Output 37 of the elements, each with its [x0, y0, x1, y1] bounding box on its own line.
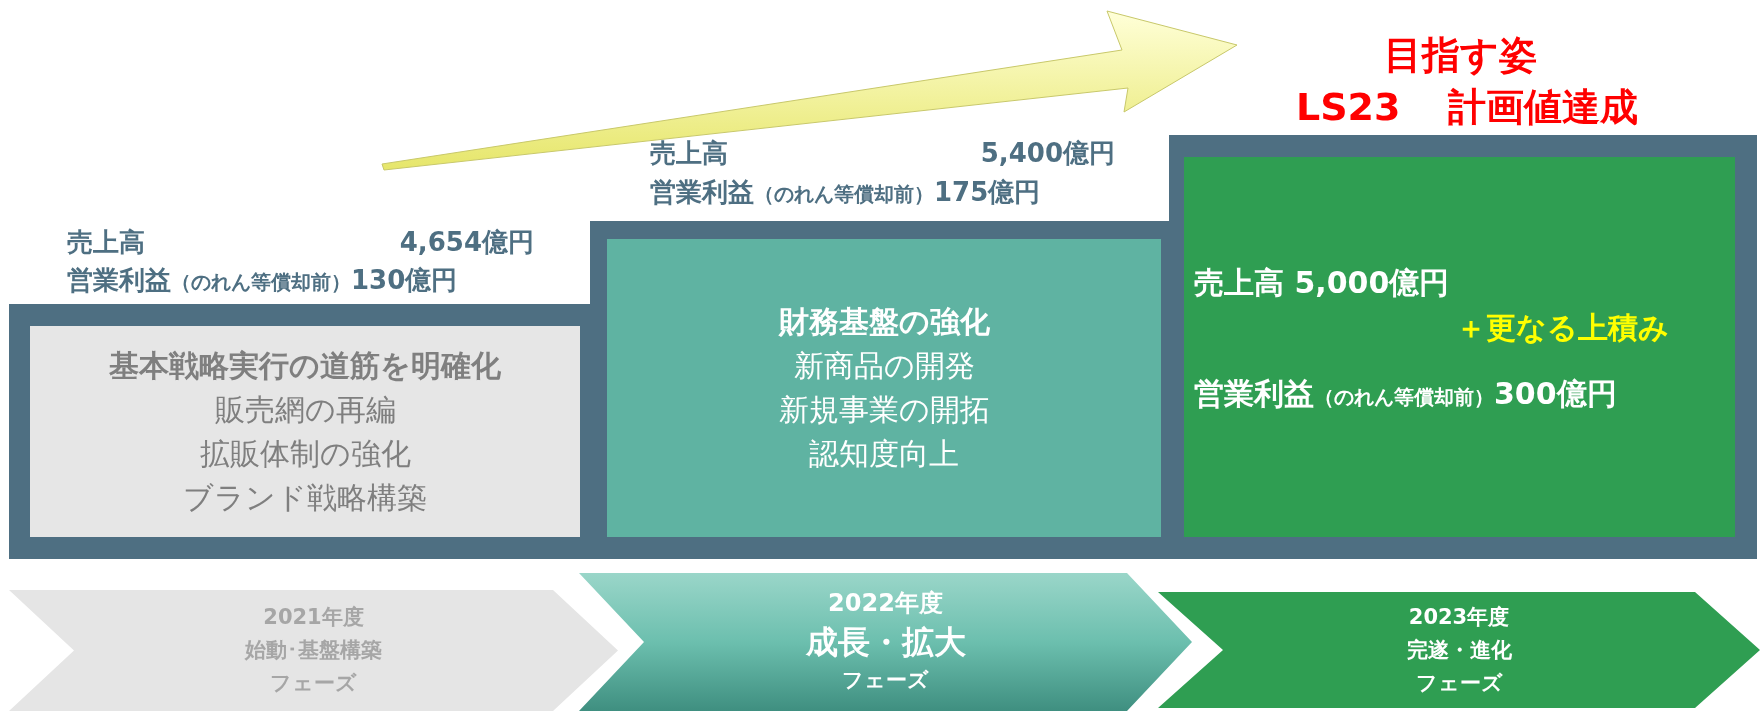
heading-text: 財務基盤の強化	[778, 303, 990, 341]
profit-value: 300億円	[1494, 375, 1617, 413]
profit-label: 営業利益	[650, 176, 754, 209]
phase-name: 完遂・進化	[1406, 636, 1512, 664]
note-text: （のれん等償却前）	[1314, 384, 1494, 411]
year-text: 2022年度	[828, 588, 943, 619]
profit-label: 営業利益	[67, 264, 171, 297]
goal-text: 計画値達成	[1448, 84, 1638, 131]
sales-label: 売上高	[650, 137, 728, 170]
profit-value: 130億円	[351, 264, 458, 297]
year-text: 2023年度	[1408, 603, 1510, 631]
item-text: 認知度向上	[809, 435, 959, 473]
phase-name: 始動･基盤構築	[245, 637, 382, 664]
item-text: ブランド戦略構築	[183, 478, 427, 517]
additional-gain-text: ＋更なる上積み	[1456, 309, 1669, 347]
profit-value: 175億円	[934, 176, 1041, 209]
item-text: 拡販体制の強化	[199, 434, 411, 473]
goal-heading: 目指す姿	[1383, 32, 1537, 79]
item-text: 販売網の再編	[214, 390, 396, 429]
sales-value: 5,400億円	[980, 137, 1115, 170]
strategy-box	[607, 239, 1161, 537]
phase-text: フェーズ	[842, 667, 929, 694]
sales-target-text: 売上高 5,000億円	[1194, 264, 1450, 302]
heading-text: 基本戦略実行の道筋を明確化	[109, 346, 501, 385]
profit-label: 営業利益	[1194, 375, 1314, 413]
year-text: 2021年度	[263, 604, 364, 631]
phase-text: フェーズ	[1415, 669, 1503, 697]
phase-text: フェーズ	[270, 670, 357, 697]
strategy-box	[30, 326, 580, 537]
note-text: （のれん等償却前）	[754, 181, 934, 208]
sales-value: 4,654億円	[399, 226, 534, 259]
note-text: （のれん等償却前）	[171, 269, 351, 296]
plan-name: LS23	[1296, 85, 1401, 129]
item-text: 新規事業の開拓	[778, 391, 990, 429]
item-text: 新商品の開発	[793, 347, 975, 385]
sales-label: 売上高	[67, 226, 145, 259]
phase-name: 成長・拡大	[805, 622, 966, 663]
